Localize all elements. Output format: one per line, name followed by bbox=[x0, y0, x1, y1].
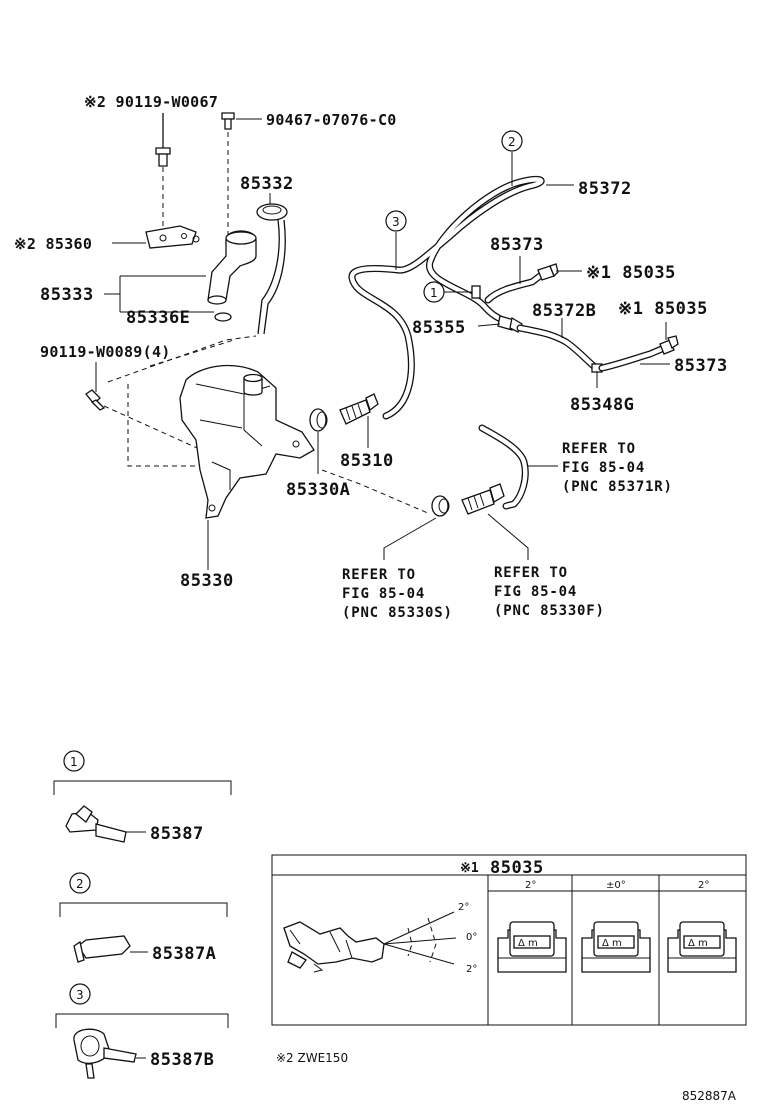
dash-line bbox=[107, 335, 257, 383]
label-90119-w0067: ※2 90119-W0067 bbox=[84, 93, 218, 111]
clip-marker bbox=[471, 285, 481, 299]
label-85355: 85355 bbox=[412, 318, 466, 338]
refer-85330f-line3: (PNC 85330F) bbox=[494, 603, 605, 619]
hose-85371r bbox=[478, 424, 529, 510]
angle-center: 0° bbox=[466, 932, 477, 943]
label-85373-upper: 85373 bbox=[490, 235, 544, 255]
dash-line bbox=[127, 384, 210, 467]
refer-85371r-line2: FIG 85-04 bbox=[562, 460, 645, 476]
nozzle-front-2: Δ m bbox=[581, 921, 651, 973]
clip-85387a-label: 85387A bbox=[152, 944, 216, 964]
clip-detail-2-number: 2 bbox=[76, 877, 84, 891]
callout-3 bbox=[385, 210, 407, 232]
dash-line bbox=[149, 339, 235, 367]
washer-tank-85330 bbox=[179, 364, 315, 519]
clip-90467 bbox=[221, 112, 235, 130]
table-col-2: ±0° bbox=[606, 880, 626, 891]
nozzle-front-1: Δ m bbox=[497, 921, 567, 973]
clip-detail-1-number: 1 bbox=[70, 755, 78, 769]
label-85348g: 85348G bbox=[570, 395, 634, 415]
nozzle-angle-table: ※1 85035 2° ±0° 2° 2° 0° 2° Δ m Δ m bbox=[271, 854, 747, 1026]
refer-85371r-line1: REFER TO bbox=[562, 441, 636, 457]
nozzle-85035-upper bbox=[537, 263, 559, 281]
hose-85372b bbox=[516, 324, 600, 372]
nozzle-mark-2: Δ m bbox=[602, 938, 622, 949]
clip-detail-1: 1 85387 bbox=[53, 750, 232, 844]
figure-id: 852887A bbox=[682, 1089, 737, 1103]
callout-1-number: 1 bbox=[430, 286, 438, 300]
leader-line bbox=[487, 513, 529, 560]
refer-85330s-line1: REFER TO bbox=[342, 567, 416, 583]
callout-1 bbox=[423, 281, 445, 303]
bolt-90119-w0067 bbox=[155, 113, 171, 167]
bolt-90119-w0089 bbox=[85, 389, 106, 411]
label-85330: 85330 bbox=[180, 571, 234, 591]
label-85333: 85333 bbox=[40, 285, 94, 305]
cap-strap bbox=[263, 219, 286, 335]
grommet-85330a bbox=[309, 408, 328, 432]
clip-detail-2: 2 85387A bbox=[59, 872, 228, 964]
nozzle-85035-lower bbox=[659, 335, 679, 355]
angle-upper: 2° bbox=[458, 902, 469, 913]
refer-85330f-line1: REFER TO bbox=[494, 565, 568, 581]
label-85372: 85372 bbox=[578, 179, 632, 199]
label-85330a: 85330A bbox=[286, 480, 350, 500]
table-title-mark: ※1 bbox=[460, 861, 479, 876]
refer-85330f-line2: FIG 85-04 bbox=[494, 584, 577, 600]
washer bbox=[192, 235, 200, 243]
hose-85373-lower bbox=[598, 344, 668, 372]
filler-pipe-85333 bbox=[207, 230, 257, 305]
nozzle-mark-3: Δ m bbox=[688, 938, 708, 949]
refer-85330s-line2: FIG 85-04 bbox=[342, 586, 425, 602]
hose-85373-upper bbox=[484, 272, 544, 304]
grommet-85330s bbox=[431, 495, 450, 517]
label-85372b: 85372B bbox=[532, 301, 596, 321]
clip-detail-3-number: 3 bbox=[76, 988, 84, 1002]
dash-line bbox=[321, 469, 431, 515]
leader-bracket bbox=[104, 275, 214, 313]
leader-line bbox=[477, 323, 501, 327]
footnote: ※2 ZWE150 bbox=[276, 1051, 348, 1065]
callout-2-number: 2 bbox=[508, 135, 516, 149]
label-85332: 85332 bbox=[240, 174, 294, 194]
label-85336e: 85336E bbox=[126, 308, 190, 328]
refer-85371r-line3: (PNC 85371R) bbox=[562, 479, 673, 495]
label-85035-upper: ※1 85035 bbox=[586, 263, 676, 283]
dash-line bbox=[103, 405, 207, 453]
label-90119-w0089: 90119-W0089(4) bbox=[40, 343, 171, 361]
cap-strap bbox=[257, 219, 280, 335]
label-85035-lower: ※1 85035 bbox=[618, 299, 708, 319]
pump-85310 bbox=[339, 393, 379, 425]
hose-85372 bbox=[348, 176, 545, 420]
clip-detail-3: 3 85387B bbox=[55, 983, 229, 1079]
callout-2 bbox=[501, 130, 523, 152]
table-col-3: 2° bbox=[698, 880, 709, 891]
clip-85387b-label: 85387B bbox=[150, 1050, 214, 1070]
nozzle-front-3: Δ m bbox=[667, 921, 737, 973]
label-85310: 85310 bbox=[340, 451, 394, 471]
table-col-1: 2° bbox=[525, 880, 536, 891]
bracket-85360 bbox=[145, 225, 197, 249]
label-85373-lower: 85373 bbox=[674, 356, 728, 376]
clip-85387-label: 85387 bbox=[150, 824, 204, 844]
table-title: 85035 bbox=[490, 858, 544, 878]
nozzle-mark-1: Δ m bbox=[518, 938, 538, 949]
label-85360: ※2 85360 bbox=[14, 235, 92, 253]
callout-3-number: 3 bbox=[392, 215, 400, 229]
angle-lower: 2° bbox=[466, 964, 477, 975]
gasket-85336e bbox=[214, 312, 232, 322]
leader-line bbox=[383, 517, 437, 560]
label-90467: 90467-07076-C0 bbox=[266, 111, 397, 129]
cap-85332 bbox=[256, 203, 288, 221]
pump-85330f bbox=[461, 483, 505, 515]
refer-85330s-line3: (PNC 85330S) bbox=[342, 605, 453, 621]
